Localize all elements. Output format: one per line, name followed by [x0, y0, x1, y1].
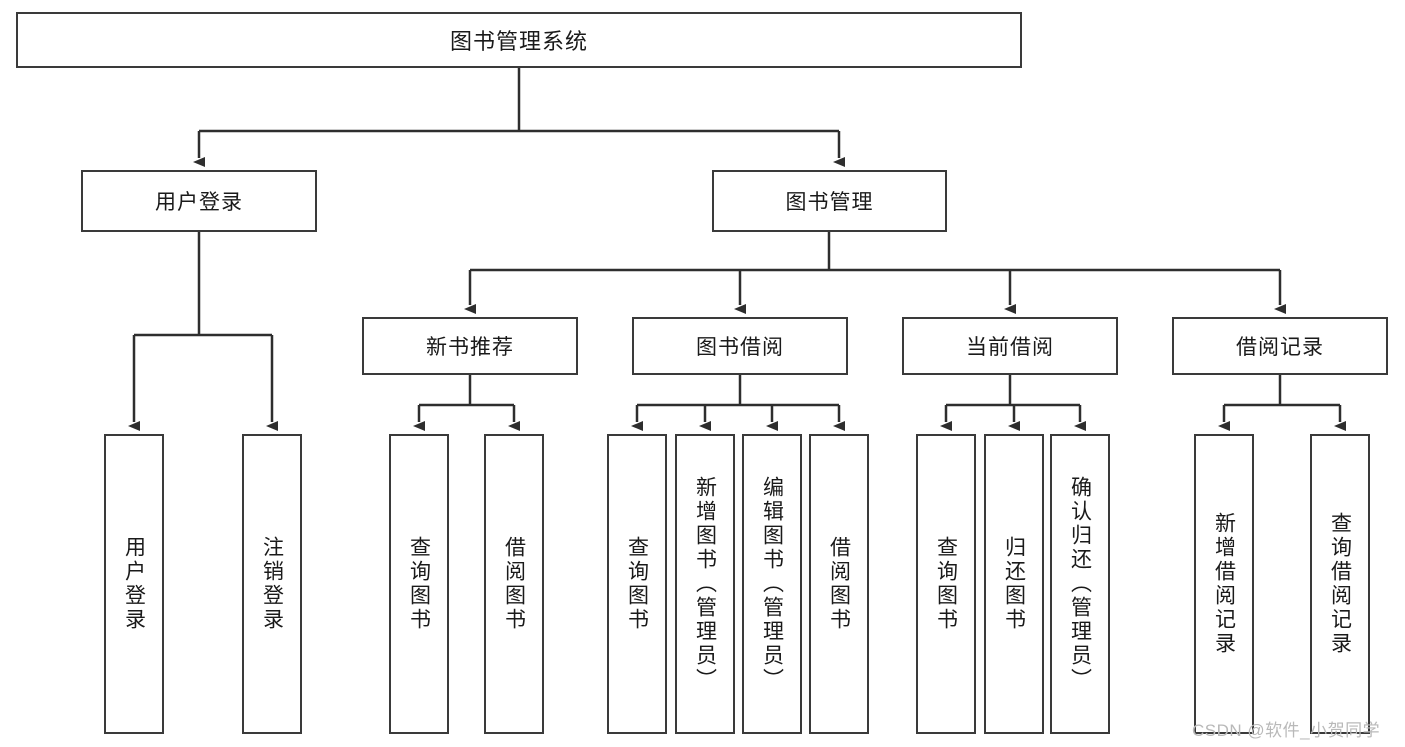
- node-current-borrow[interactable]: 当前借阅: [902, 317, 1118, 375]
- leaf-query-book-current[interactable]: 查询图书: [916, 434, 976, 734]
- leaf-confirm-return-admin[interactable]: 确认归还（管理员）: [1050, 434, 1110, 734]
- leaf-query-book-recommend[interactable]: 查询图书: [389, 434, 449, 734]
- leaf-query-book-current-label: 查询图书: [934, 536, 958, 632]
- leaf-borrow-book[interactable]: 借阅图书: [809, 434, 869, 734]
- node-book-management[interactable]: 图书管理: [712, 170, 947, 232]
- node-user-login-label: 用户登录: [155, 191, 243, 214]
- leaf-edit-book-admin[interactable]: 编辑图书（管理员）: [742, 434, 802, 734]
- leaf-return-book[interactable]: 归还图书: [984, 434, 1044, 734]
- node-user-login[interactable]: 用户登录: [81, 170, 317, 232]
- leaf-user-login[interactable]: 用户登录: [104, 434, 164, 734]
- leaf-borrow-book-label: 借阅图书: [827, 536, 851, 632]
- leaf-query-book-recommend-label: 查询图书: [407, 536, 431, 632]
- node-book-borrow[interactable]: 图书借阅: [632, 317, 848, 375]
- node-root-label: 图书管理系统: [449, 29, 588, 54]
- leaf-query-borrow-record-label: 查询借阅记录: [1328, 512, 1352, 656]
- csdn-watermark: CSDN @软件_小贺同学: [1192, 721, 1381, 740]
- leaf-logout-login[interactable]: 注销登录: [242, 434, 302, 734]
- node-book-management-label: 图书管理: [785, 191, 874, 214]
- leaf-query-book-borrow[interactable]: 查询图书: [607, 434, 667, 734]
- node-borrow-record-label: 借阅记录: [1236, 336, 1324, 359]
- leaf-query-borrow-record[interactable]: 查询借阅记录: [1310, 434, 1370, 734]
- node-root[interactable]: 图书管理系统: [16, 12, 1022, 68]
- leaf-query-book-borrow-label: 查询图书: [625, 536, 649, 632]
- node-new-book-recommend-label: 新书推荐: [426, 336, 514, 359]
- leaf-borrow-book-recommend-label: 借阅图书: [502, 536, 526, 632]
- leaf-user-login-label: 用户登录: [122, 536, 146, 632]
- leaf-add-book-admin-label: 新增图书（管理员）: [693, 476, 717, 692]
- leaf-add-borrow-record-label: 新增借阅记录: [1212, 512, 1236, 656]
- node-borrow-record[interactable]: 借阅记录: [1172, 317, 1388, 375]
- node-current-borrow-label: 当前借阅: [966, 336, 1054, 359]
- node-book-borrow-label: 图书借阅: [696, 336, 784, 359]
- leaf-edit-book-admin-label: 编辑图书（管理员）: [760, 476, 784, 692]
- leaf-add-borrow-record[interactable]: 新增借阅记录: [1194, 434, 1254, 734]
- leaf-return-book-label: 归还图书: [1002, 536, 1026, 632]
- leaf-confirm-return-admin-label: 确认归还（管理员）: [1068, 476, 1092, 692]
- leaf-add-book-admin[interactable]: 新增图书（管理员）: [675, 434, 735, 734]
- leaf-logout-login-label: 注销登录: [260, 536, 284, 632]
- node-new-book-recommend[interactable]: 新书推荐: [362, 317, 578, 375]
- leaf-borrow-book-recommend[interactable]: 借阅图书: [484, 434, 544, 734]
